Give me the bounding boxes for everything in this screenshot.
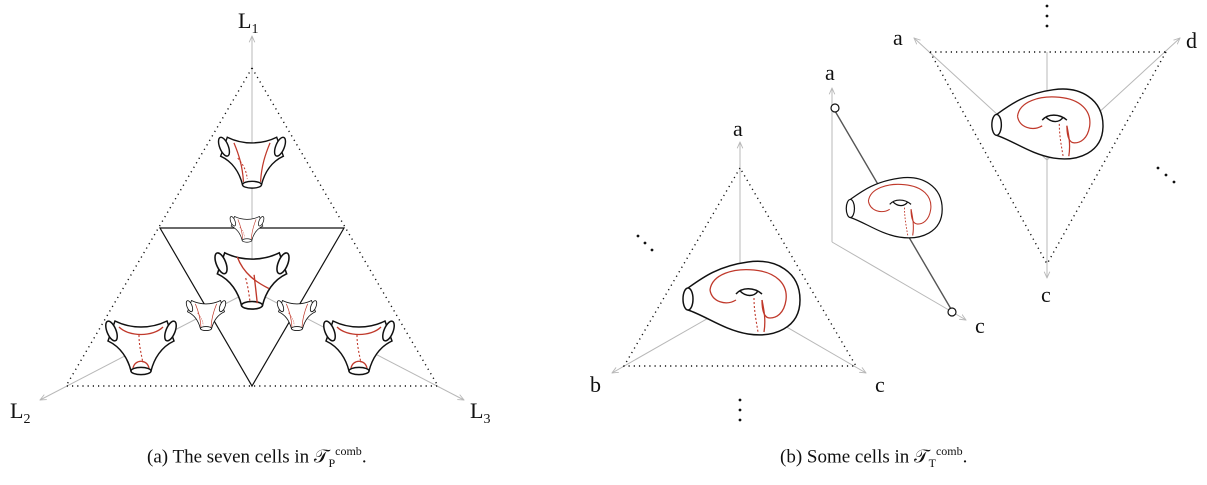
ellipsis-right	[1156, 166, 1176, 184]
pants-cell-left-small	[184, 299, 228, 331]
torus-cell-edge	[845, 176, 943, 239]
caption-b: (b) Some cells in 𝒯Tcomb.	[780, 444, 968, 471]
pants-cell-right-small	[275, 299, 319, 331]
torus-cell-triangle	[682, 260, 801, 336]
dotted-triangle	[622, 166, 858, 367]
label-tri-b: b	[590, 372, 601, 397]
label-edge-c: c	[975, 313, 985, 338]
panel-a: L1 L2 L3	[10, 8, 490, 427]
torus-cell-tetra	[991, 88, 1104, 160]
ellipsis-top	[1045, 4, 1049, 28]
label-tetra-d: d	[1186, 28, 1197, 53]
edge-endpoint-c	[947, 307, 957, 317]
pants-cell-bottom-right	[320, 318, 398, 376]
pants-cell-top	[215, 135, 289, 189]
caption-a: (a) The seven cells in 𝒯Pcomb.	[147, 444, 367, 471]
figure-canvas: L1 L2 L3 a b c a c	[10, 4, 1197, 427]
label-l1: L1	[238, 8, 258, 37]
label-l2: L2	[10, 398, 30, 427]
panel-b-triangle: a b c	[590, 116, 885, 422]
label-tetra-c: c	[1041, 282, 1051, 307]
label-tetra-a: a	[893, 25, 903, 50]
pants-cell-bottom-left	[102, 318, 180, 376]
edge-endpoint-a	[830, 103, 840, 113]
label-tri-c: c	[875, 372, 885, 397]
label-l3: L3	[470, 398, 490, 427]
pants-cell-upper-small	[228, 215, 266, 243]
panel-b-tetra: a d c	[893, 4, 1197, 307]
edge-axis-c	[831, 241, 966, 320]
ellipsis-bottom	[738, 398, 742, 422]
ellipsis-upper-left	[636, 234, 654, 252]
panel-b-edge: a c	[825, 60, 985, 338]
label-tri-a: a	[733, 116, 743, 141]
label-edge-a: a	[825, 60, 835, 85]
